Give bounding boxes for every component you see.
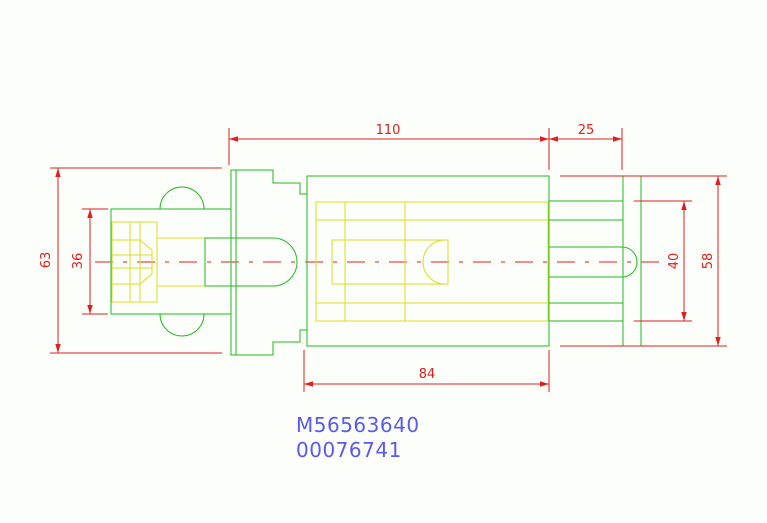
shaft-pin [204,237,298,287]
dim-84: 84 [419,367,436,382]
dimension-texts: 110 25 84 63 36 40 58 [39,123,716,382]
dim-36: 36 [71,253,86,270]
lower-relief [159,313,205,337]
dim-63: 63 [39,252,54,269]
dim-110: 110 [376,123,401,138]
part-number: M56563640 [296,413,420,437]
end-pin [549,246,638,278]
left-insert [110,208,232,315]
hidden-lines [111,201,549,322]
serial-number: 00076741 [296,438,402,462]
dim-58: 58 [701,253,716,270]
dimension-lines [50,128,727,392]
dim-25: 25 [578,123,595,138]
dim-40: 40 [667,253,682,270]
upper-relief [159,186,205,210]
